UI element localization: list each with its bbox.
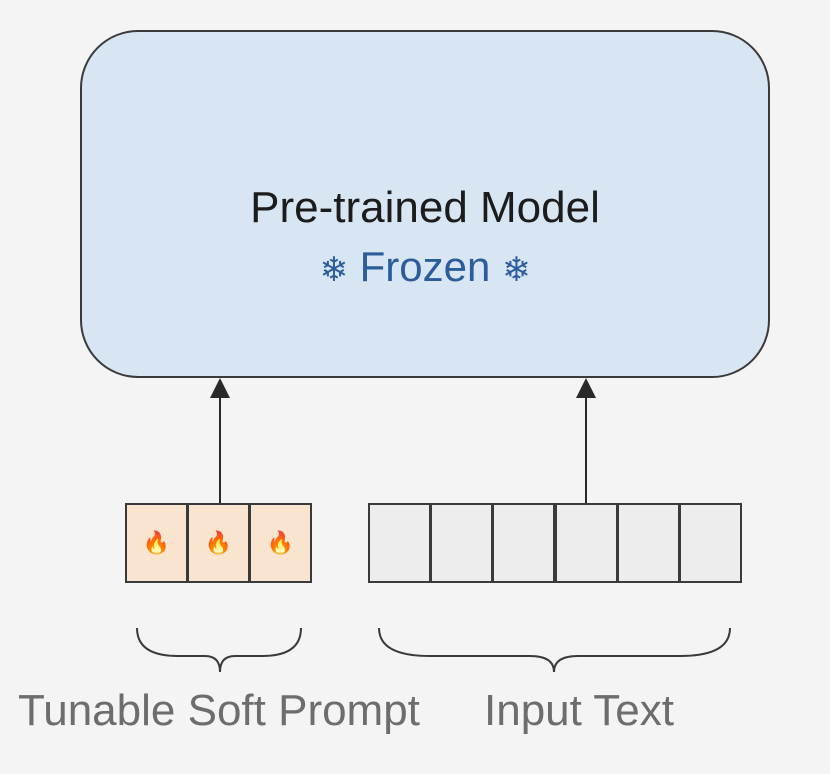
- input-text-cell: [555, 503, 618, 583]
- frozen-label: Frozen: [359, 243, 491, 290]
- input-text-label: Input Text: [484, 686, 674, 735]
- snowflake-icon: ❄: [319, 250, 348, 290]
- input-text-cell: [492, 503, 555, 583]
- input-text-cell: [617, 503, 680, 583]
- input-text-cell: [368, 503, 431, 583]
- model-title: Pre-trained Model: [250, 183, 600, 232]
- fire-icon: 🔥: [266, 530, 295, 556]
- soft-prompt-label: Tunable Soft Prompt: [18, 686, 420, 735]
- input-text-cell: [679, 503, 742, 583]
- soft-prompt-cell: 🔥: [249, 503, 312, 583]
- soft-prompt-brace: [136, 627, 302, 673]
- fire-icon: 🔥: [142, 530, 171, 556]
- fire-icon: 🔥: [204, 530, 233, 556]
- snowflake-icon: ❄: [502, 250, 531, 290]
- soft-prompt-cell: 🔥: [125, 503, 188, 583]
- soft-prompt-cell: 🔥: [187, 503, 250, 583]
- pretrained-model-box: Pre-trained Model ❄ Frozen ❄: [80, 30, 770, 378]
- frozen-status: ❄ Frozen ❄: [82, 242, 768, 295]
- input-text-brace: [378, 627, 731, 673]
- input-text-cell: [430, 503, 493, 583]
